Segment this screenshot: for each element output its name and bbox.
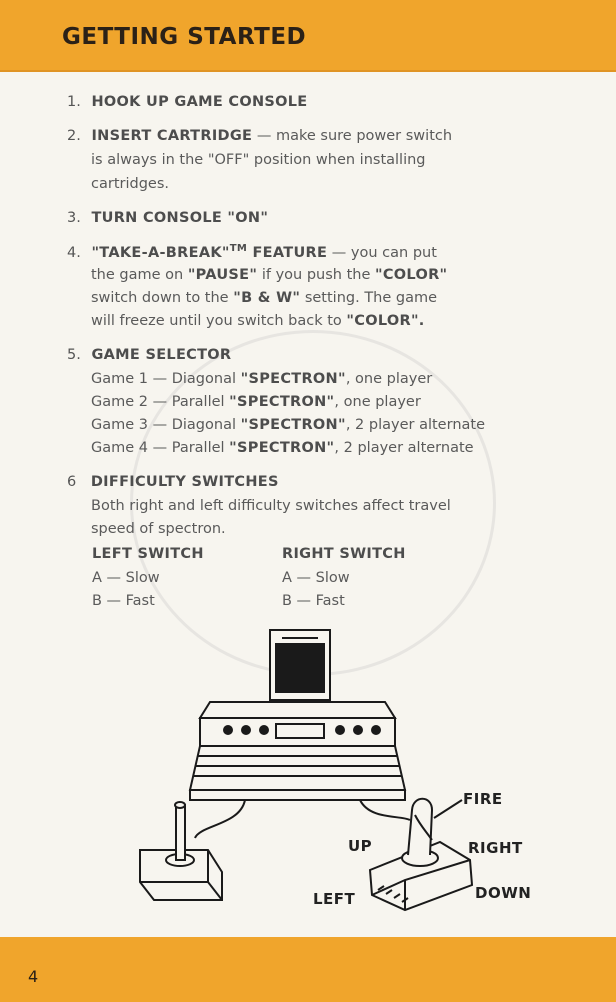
label-fire: FIRE [463, 790, 503, 808]
step-6-line-2: Both right and left difficulty switches … [91, 498, 451, 514]
left-switch-title: LEFT SWITCH [92, 546, 204, 562]
step-6-line-3: speed of spectron. [91, 521, 226, 537]
left-switch-a: A — Slow [92, 570, 160, 586]
page-number: 4 [28, 967, 39, 986]
console-icon [188, 701, 407, 801]
right-switch-b: B — Fast [282, 593, 345, 609]
step-4: 4. "TAKE-A-BREAK"TM FEATURE — you can pu… [67, 243, 437, 261]
step-2-line-3: cartridges. [91, 176, 169, 192]
game-1: Game 1 — Diagonal "SPECTRON", one player [91, 371, 433, 387]
step-4-line-3: switch down to the "B & W" setting. The … [91, 290, 438, 306]
step-4-line-2: the game on "PAUSE" if you push the "COL… [91, 267, 448, 283]
console-illustration [139, 629, 474, 912]
step-2-line-2: is always in the "OFF" position when ins… [91, 152, 426, 168]
page-title: GETTING STARTED [62, 24, 307, 50]
step-6: 6 DIFFICULTY SWITCHES [67, 474, 279, 490]
label-down: DOWN [475, 884, 532, 902]
step-1: 1. HOOK UP GAME CONSOLE [67, 94, 308, 110]
left-switch-b: B — Fast [92, 593, 155, 609]
step-3: 3. TURN CONSOLE "ON" [67, 210, 269, 226]
label-left: LEFT [313, 890, 356, 908]
label-up: UP [348, 837, 373, 855]
game-2: Game 2 — Parallel "SPECTRON", one player [91, 394, 421, 410]
step-5: 5. GAME SELECTOR [67, 347, 232, 363]
step-4-line-4: will freeze until you switch back to "CO… [91, 313, 425, 329]
cartridge-icon [269, 629, 331, 701]
header-bar: GETTING STARTED [0, 0, 616, 72]
right-switch-title: RIGHT SWITCH [282, 546, 406, 562]
game-4: Game 4 — Parallel "SPECTRON", 2 player a… [91, 440, 474, 456]
right-switch-a: A — Slow [282, 570, 350, 586]
game-3: Game 3 — Diagonal "SPECTRON", 2 player a… [91, 417, 485, 433]
footer-bar [0, 937, 616, 1002]
label-right: RIGHT [468, 839, 523, 857]
joystick-right-icon [368, 797, 474, 912]
step-2: 2. INSERT CARTRIDGE — make sure power sw… [67, 128, 453, 144]
joystick-left-icon [139, 801, 223, 901]
